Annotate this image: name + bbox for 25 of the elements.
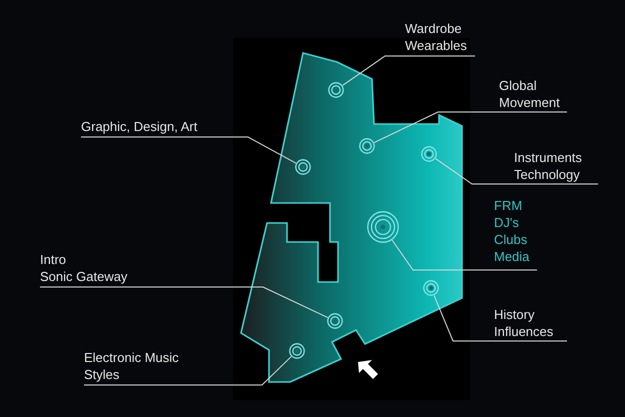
hotspot-label: Media xyxy=(493,248,530,265)
leader-line xyxy=(374,112,568,144)
hotspot-label: History xyxy=(493,306,536,323)
hotspot-label: Wardrobe xyxy=(404,20,463,37)
leader-line xyxy=(434,294,568,342)
hotspot-label: Electronic Music xyxy=(84,349,180,366)
hotspot-label: Sonic Gateway xyxy=(40,268,128,285)
hotspot-label: DJ's xyxy=(493,214,520,231)
hotspot-label: Intro xyxy=(40,251,68,268)
leader-line xyxy=(342,56,476,86)
hotspot-label: Influences xyxy=(493,323,554,340)
leader-line xyxy=(80,136,296,164)
hotspot-label: Graphic, Design, Art xyxy=(81,118,198,135)
hotspot-label: Instruments xyxy=(513,149,583,166)
hotspot-label: FRM xyxy=(493,197,524,214)
leader-line xyxy=(40,286,328,318)
hotspot-label: Clubs xyxy=(493,231,528,248)
leader-line xyxy=(392,240,538,270)
hotspot-label: Styles xyxy=(84,366,120,383)
hotspot-label: Wearables xyxy=(404,37,468,54)
leader-line xyxy=(84,356,292,386)
hotspot-label: Technology xyxy=(513,166,581,183)
hotspot-label: Global xyxy=(498,77,538,94)
leader-line xyxy=(435,158,598,184)
hotspot-label: Movement xyxy=(498,94,561,111)
